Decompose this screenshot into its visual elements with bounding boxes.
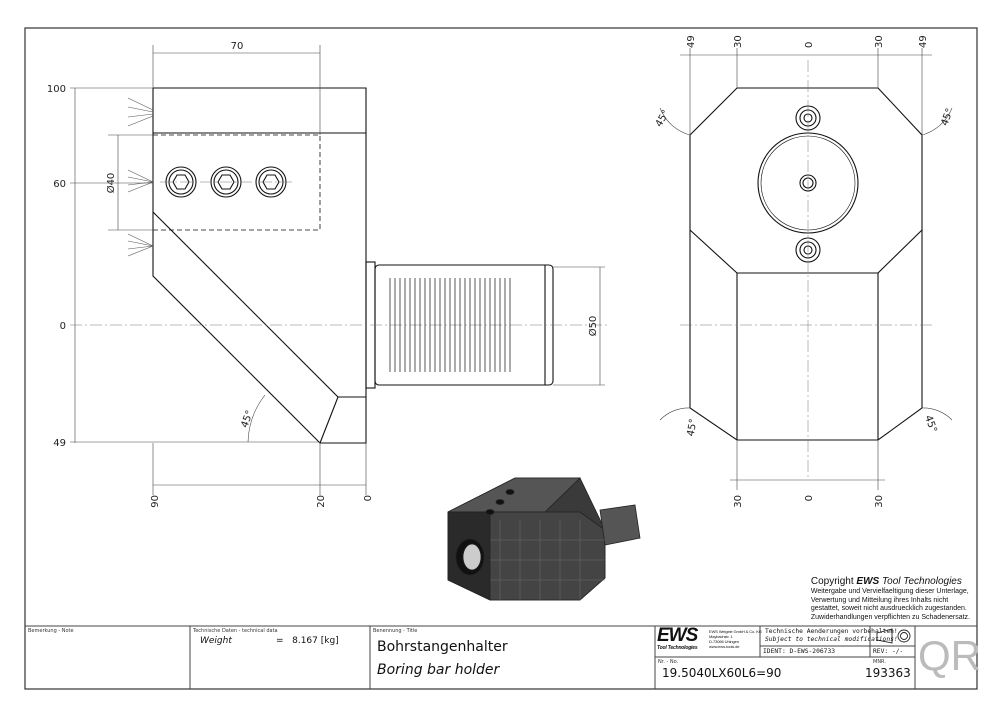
title-english: Boring bar holder <box>377 662 500 678</box>
title-german: Bohrstangenhalter <box>377 639 508 655</box>
angle-top-left: 45° <box>654 108 672 129</box>
number-label: Nr. - No. <box>658 659 679 665</box>
dim-height-60: 60 <box>53 179 66 190</box>
dim-bottom-30-left: 30 <box>733 495 744 508</box>
mnr-number: 193363 <box>865 666 911 680</box>
dim-bore-dia: Ø40 <box>105 173 117 194</box>
angle-bottom-right: 45° <box>922 414 938 434</box>
note-label: Bemerkung - Note <box>28 628 74 634</box>
copyright-line: gestattet, soweit nicht ausdruecklich zu… <box>810 605 967 612</box>
dim-bottom-0: 0 <box>363 495 374 501</box>
dim-bottom-90: 90 <box>150 495 161 508</box>
dim-width: 70 <box>231 41 244 52</box>
side-view-dimensions: 70 100 60 0 49 Ø40 Ø50 90 20 0 45° <box>47 41 599 508</box>
angle-top-right: 45° <box>939 107 955 127</box>
title-block-grid <box>25 625 977 689</box>
dim-bottom-0: 0 <box>804 495 815 501</box>
thread-grooves <box>389 278 511 372</box>
tech-data-label: Technische Daten - technical data <box>193 628 278 634</box>
projection-symbol-icon <box>876 628 911 644</box>
logo-subtitle: Tool Technologies <box>657 645 698 651</box>
dim-top-30-left: 30 <box>733 35 744 48</box>
ident-number: IDENT: D-EWS-206733 <box>763 648 836 655</box>
copyright-line: Zuwiderhandlungen verpflichten zu Schade… <box>810 613 970 621</box>
dim-height-0: 0 <box>60 321 66 332</box>
dim-top-49-left: 49 <box>686 35 697 48</box>
weight-value: = 8.167 [kg] <box>276 636 339 646</box>
dim-height-100: 100 <box>47 84 66 95</box>
dim-bottom-30-right: 30 <box>874 495 885 508</box>
isometric-view <box>447 477 641 601</box>
front-view <box>659 48 953 490</box>
dim-bottom-20: 20 <box>316 495 327 508</box>
dim-top-30-right: 30 <box>874 35 885 48</box>
qr-placeholder: QR <box>918 632 981 679</box>
logo-text: EWS <box>657 625 698 646</box>
modification-notice: Technische Aenderungen vorbehalten!Subje… <box>765 628 898 643</box>
copyright-heading: Copyright EWS Tool Technologies <box>810 576 962 587</box>
dim-height-49: 49 <box>53 438 66 449</box>
copyright-line: Verwertung und Mitteilung ihres Inhalts … <box>810 596 949 604</box>
drawing-frame <box>24 27 978 690</box>
dim-top-49-right: 49 <box>918 35 929 48</box>
dim-shank-dia: Ø50 <box>587 316 599 337</box>
mnr-label: MNR. <box>873 659 886 665</box>
dim-top-0: 0 <box>804 42 815 48</box>
dim-angle: 45° <box>239 409 255 429</box>
copyright-notice: Copyright EWS Tool Technologies Weiterga… <box>811 576 970 622</box>
title-label: Benennung - Title <box>373 628 418 634</box>
revision: REV: -/- <box>873 648 904 655</box>
copyright-line: Weitergabe und Vervielfaeltigung dieser … <box>810 588 969 595</box>
weight-label: Weight <box>200 636 232 646</box>
angle-bottom-left: 45° <box>686 418 700 437</box>
front-view-dimensions: 49 30 0 30 49 30 0 30 45° 45° 45° 45° <box>654 35 956 507</box>
article-number: 19.5040LX60L6=90 <box>662 666 782 680</box>
ews-logo: EWS Tool Technologies <box>657 625 705 651</box>
side-view <box>70 45 610 495</box>
